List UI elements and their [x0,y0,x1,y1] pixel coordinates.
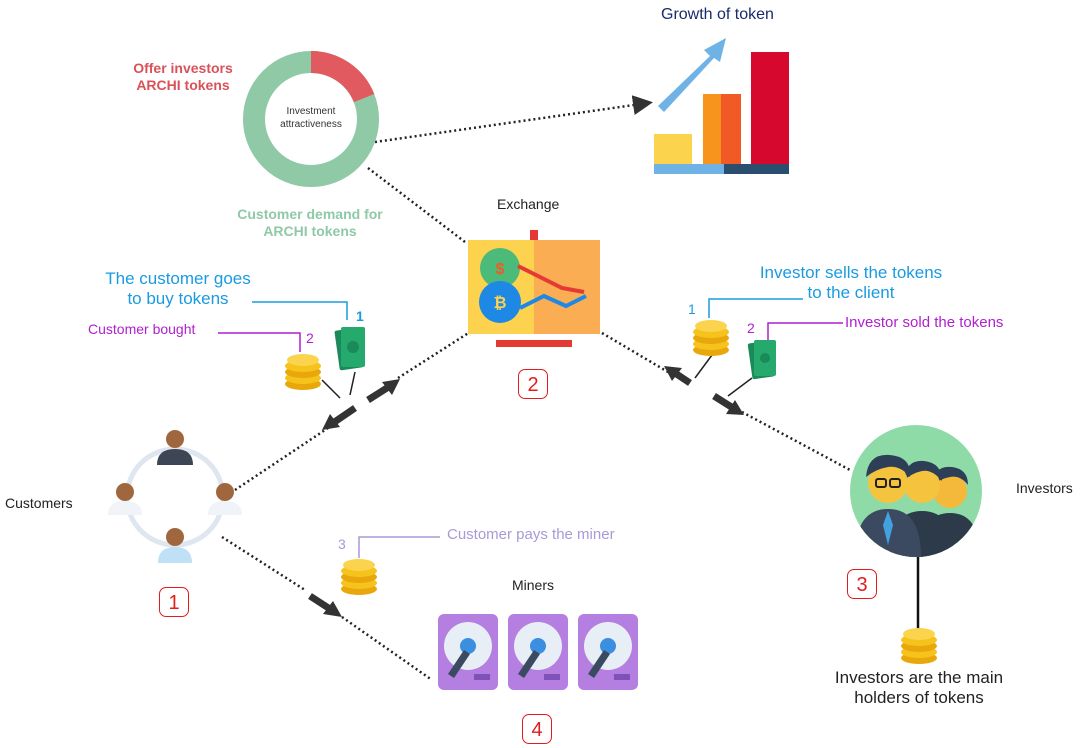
step-investor-sold: 2 [747,320,755,336]
callout-investor-sells [708,298,803,318]
growth-title: Growth of token [661,6,774,23]
exchange-to-investors-line-2 [741,410,851,472]
arrow-down-right-icon [712,393,744,415]
investor-sells-label: Investor sells the tokens to the client [742,263,960,304]
hard-drive-icon [438,614,498,690]
cash-link-left [349,371,356,396]
cash-link-right [727,377,753,397]
coin-link-left [321,379,341,399]
step-box-3: 3 [847,569,877,599]
customer-goes-label: The customer goes to buy tokens [90,269,266,310]
customers-to-miners-line-2 [341,615,433,682]
hard-drive-icon [578,614,638,690]
investors-label: Investors [1016,480,1073,496]
customers-to-exchange-line-2 [397,330,471,380]
customer-goes-line1: The customer goes [105,269,251,288]
hard-drive-icon [508,614,568,690]
arrow-to-miners-icon [308,593,342,617]
donut-to-growth-line [374,95,653,144]
callout-investor-sold [767,322,843,340]
arrow-right-up-icon [366,379,400,403]
people-network-icon [108,430,242,563]
customer-bought-label: Customer bought [88,321,196,337]
svg-text:$: $ [496,261,505,278]
step-customer-bought: 2 [306,330,314,346]
investor-sells-line1: Investor sells the tokens [759,263,943,282]
miners-label: Miners [512,577,555,593]
donut-center-label: Investment attractiveness [280,106,342,130]
investor-sold-label: Investor sold the tokens [845,314,1004,331]
holders-label: Investors are the main holders of tokens [808,668,1030,709]
cash-icon [334,327,365,371]
donut-to-exchange-line [367,167,466,243]
callout-customer-pays [358,536,440,558]
offer-label-line2: ARCHI tokens [136,76,230,93]
customers-to-miners-line [221,535,306,592]
arrow-left-down-icon [322,405,357,430]
arrow-up-left-icon [664,366,692,386]
holders-line1: Investors are the main [834,668,1004,687]
customer-goes-line2: to buy tokens [127,289,229,309]
exchange-board-icon: $ ₿ [468,230,600,347]
customers-to-exchange-line [234,426,329,492]
coins-icon [901,628,937,664]
demand-label-line2: ARCHI tokens [263,222,357,239]
investor-sells-line2: to the client [807,283,895,303]
growth-arrow-icon [658,38,726,112]
step-customer-pays: 3 [338,536,346,552]
coins-icon [341,559,377,595]
bar-chart-icon [654,38,789,174]
miners-group [438,614,638,690]
callout-customer-goes [252,301,348,320]
demand-label-line1: Customer demand for [237,206,383,222]
offer-label: Offer investors ARCHI tokens [118,60,248,94]
demand-label: Customer demand for ARCHI tokens [222,206,398,240]
callout-customer-bought [218,332,301,352]
customers-label: Customers [5,495,73,511]
customer-pays-label: Customer pays the miner [447,526,615,543]
donut-segment-offer [243,51,379,187]
investors-group-icon [850,425,982,557]
step-customer-goes: 1 [356,308,364,324]
cash-icon [747,340,776,380]
exchange-to-investors-line [601,331,669,374]
holders-line2: holders of tokens [854,688,984,708]
offer-label-line1: Offer investors [133,60,233,76]
step-box-4: 4 [522,714,552,744]
step-investor-sells: 1 [688,301,696,317]
coins-icon [693,320,729,356]
step-box-1: 1 [159,587,189,617]
coins-icon [285,354,321,390]
investment-donut: Investment attractiveness [242,50,380,188]
exchange-label: Exchange [497,196,560,212]
svg-text:₿: ₿ [493,294,506,312]
coin-link-right [694,354,713,379]
step-box-2: 2 [518,369,548,399]
